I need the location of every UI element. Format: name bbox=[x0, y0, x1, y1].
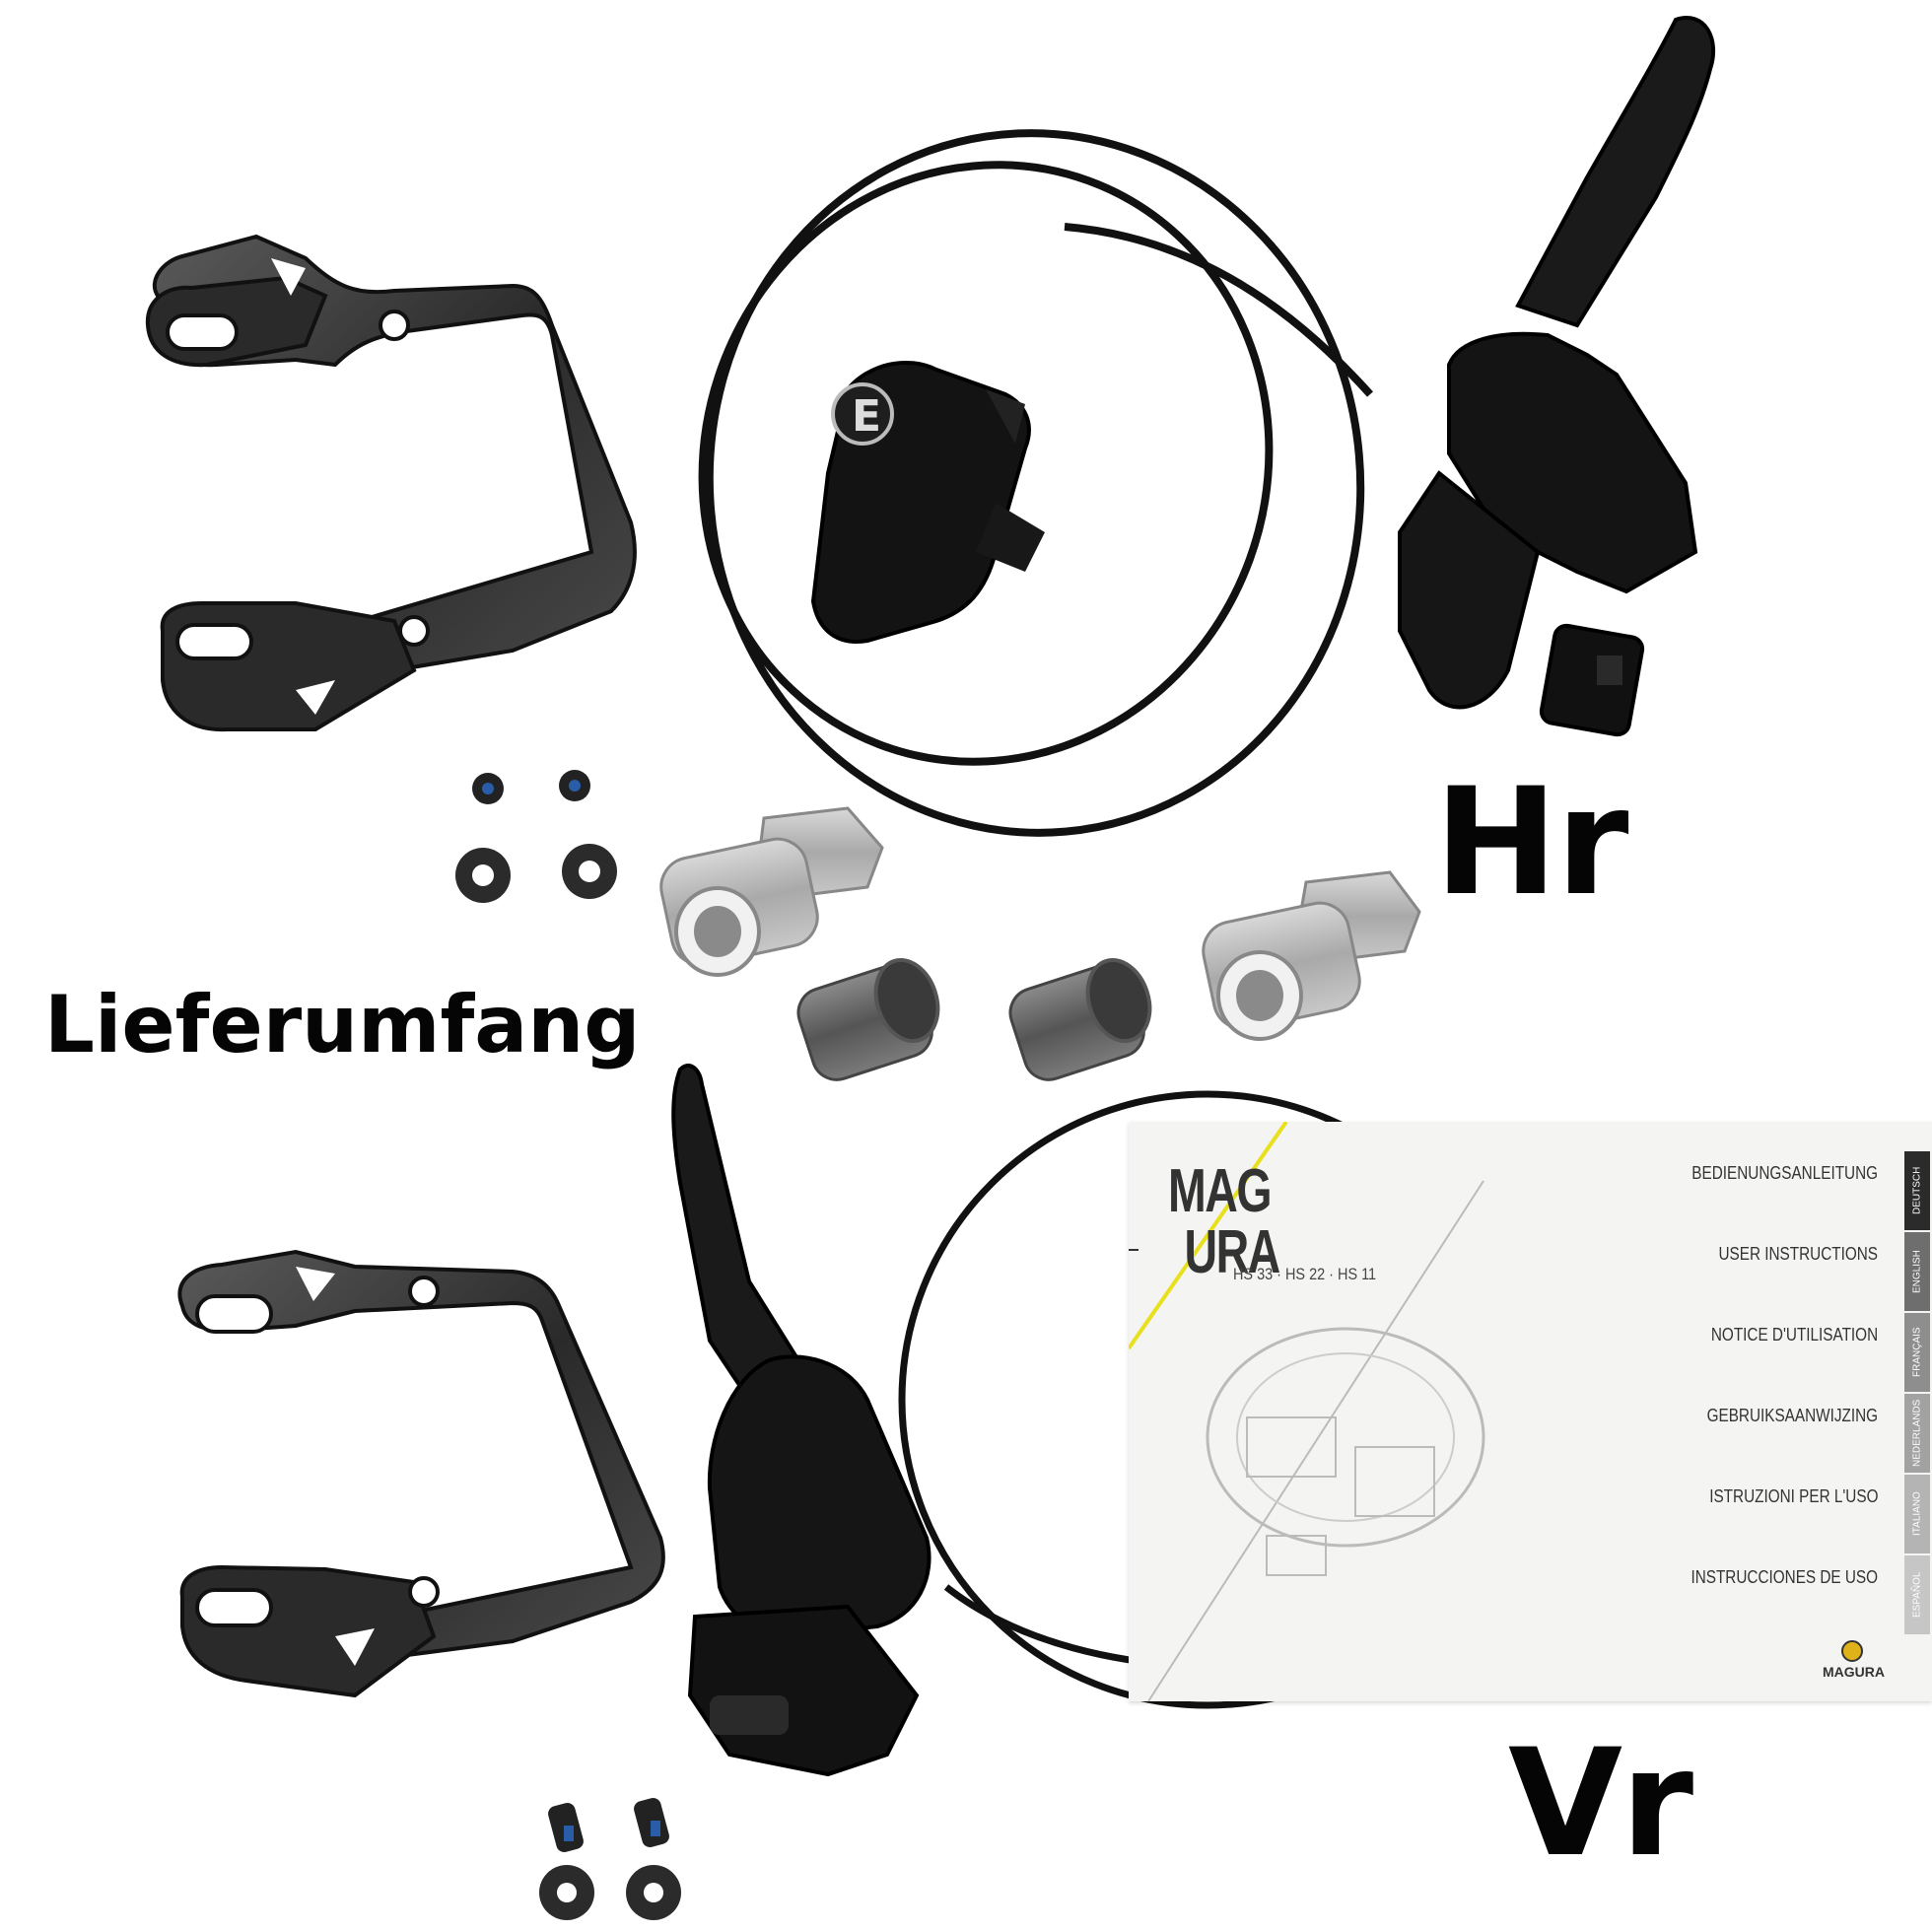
manual-tab-en: ENGLISH bbox=[1904, 1232, 1930, 1311]
rear-brake: E bbox=[698, 16, 1716, 837]
manual-tab-es: ESPAÑOL bbox=[1904, 1555, 1930, 1634]
label-rear: Hr bbox=[1434, 757, 1629, 929]
manual-models: HS 33 · HS 22 · HS 11 bbox=[1233, 1265, 1377, 1283]
svg-text:E: E bbox=[852, 391, 881, 442]
magura-manual: MAG URA HS 33 · HS 22 · HS 11 BEDIENUNGS… bbox=[1129, 1122, 1932, 1701]
manual-instruction-es: INSTRUCCIONES DE USO bbox=[1690, 1567, 1878, 1587]
fittings bbox=[659, 806, 1421, 1081]
manual-instruction-en: USER INSTRUCTIONS bbox=[1718, 1244, 1878, 1264]
manual-instruction-nl: GEBRUIKSAANWIJZING bbox=[1706, 1406, 1878, 1425]
manual-brand: MAG URA bbox=[1168, 1157, 1281, 1286]
label-contents: Lieferumfang bbox=[44, 979, 641, 1070]
fitting-nut-left bbox=[659, 806, 884, 977]
manual-instruction-it: ISTRUZIONI PER L'USO bbox=[1708, 1486, 1878, 1506]
label-front: Vr bbox=[1508, 1718, 1693, 1890]
screws-washers-bottom bbox=[539, 1797, 681, 1920]
fitting-barrel-right bbox=[1008, 957, 1152, 1081]
manual-tab-it: ITALIANO bbox=[1904, 1475, 1930, 1553]
manual-footer-brand: MAGURA bbox=[1823, 1664, 1885, 1680]
brake-booster-front bbox=[177, 1249, 665, 1698]
fitting-barrel-left bbox=[796, 957, 940, 1081]
manual-line-drawing bbox=[1129, 1122, 1485, 1701]
brake-booster-rear bbox=[145, 234, 637, 732]
manual-tab-nl: NEDERLANDS bbox=[1904, 1394, 1930, 1473]
magura-logo-icon bbox=[1841, 1640, 1863, 1662]
fitting-nut-right bbox=[1202, 870, 1421, 1041]
manual-instruction-de: BEDIENUNGSANLEITUNG bbox=[1691, 1163, 1878, 1183]
manual-instruction-fr: NOTICE D'UTILISATION bbox=[1710, 1325, 1878, 1345]
manual-tab-de: DEUTSCH bbox=[1904, 1151, 1930, 1230]
manual-brand-top: MAG bbox=[1168, 1157, 1272, 1225]
screws-washers-top bbox=[455, 770, 617, 903]
manual-brand-bottom: URA bbox=[1184, 1218, 1281, 1286]
manual-tab-fr: FRANÇAIS bbox=[1904, 1313, 1930, 1392]
